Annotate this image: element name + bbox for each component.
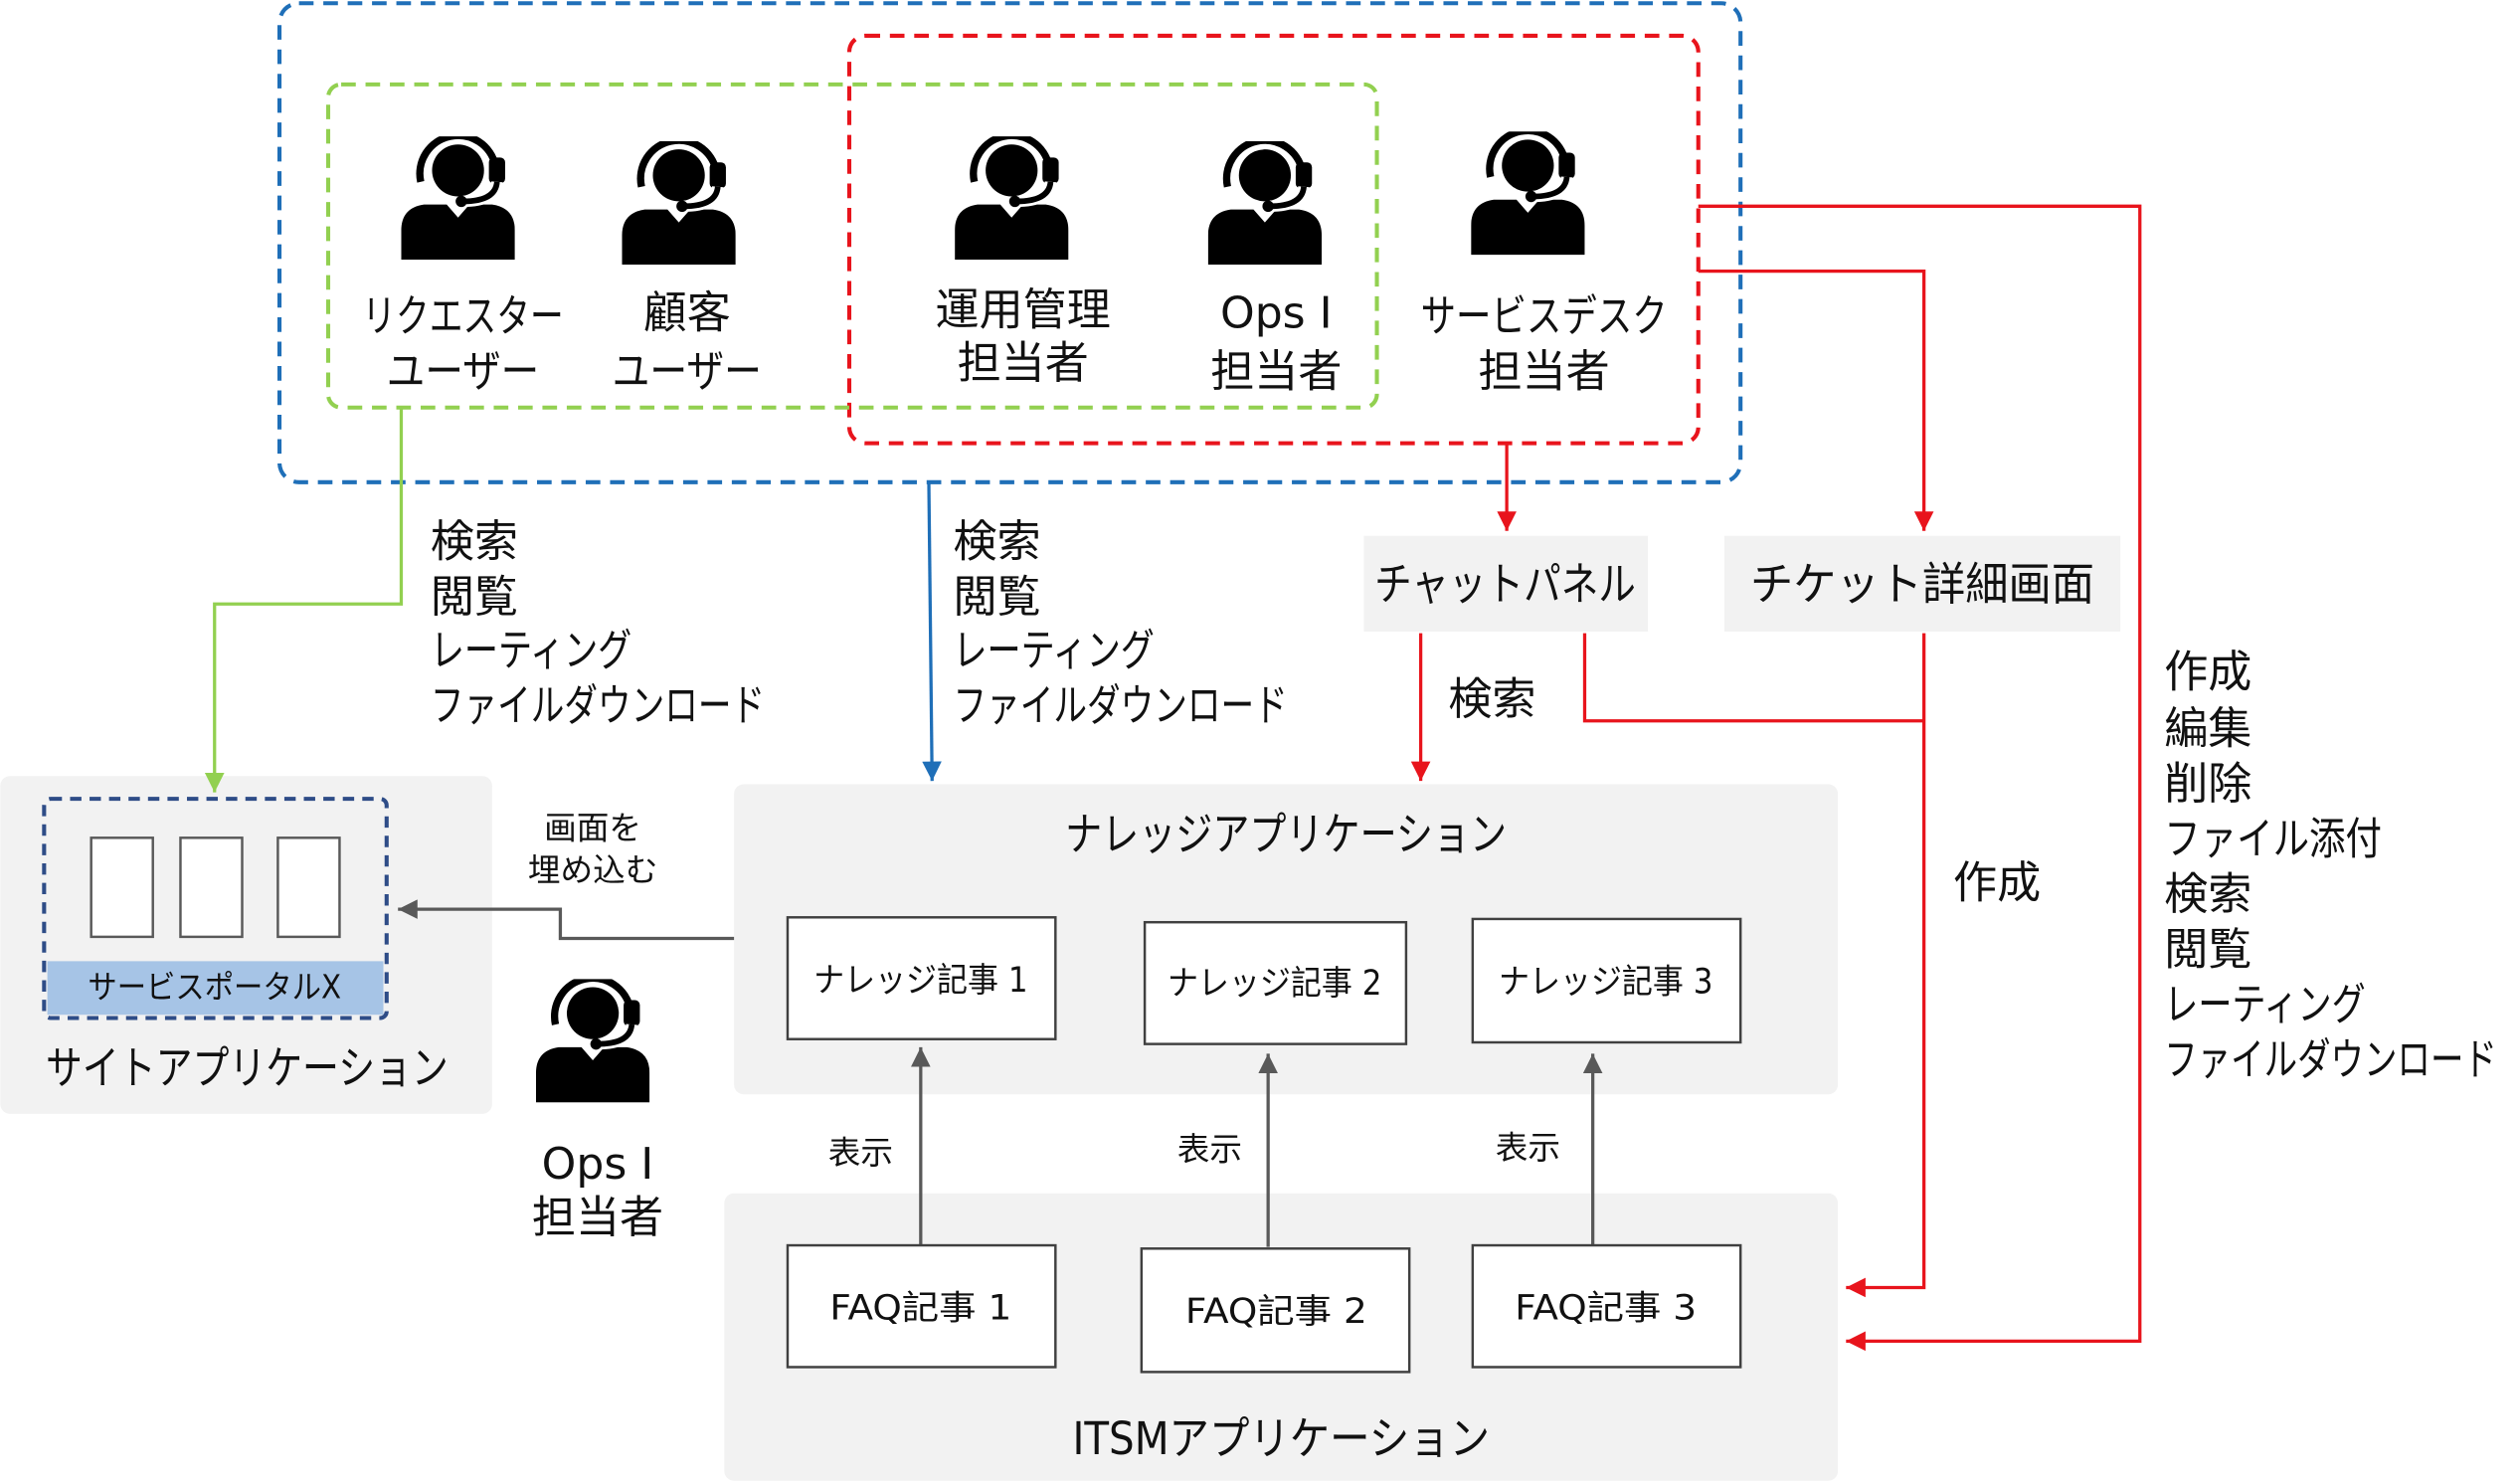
knowledge-application-title: ナレッジアプリケーション <box>1065 809 1507 861</box>
portal-page-1 <box>90 836 154 939</box>
ops-staff-standalone-icon <box>536 978 649 1102</box>
role-label-ops-line2: 担当者 <box>1210 346 1342 397</box>
green-action-2: 閲覧 <box>431 572 518 623</box>
blue-action-4: ファイルダウンロード <box>953 681 1287 732</box>
embed-label-line1: 画面を <box>544 810 641 847</box>
faq-article-label-2: FAQ記事 2 <box>1185 1292 1367 1332</box>
service-portal-frame <box>42 797 389 1020</box>
all-users-group <box>276 1 1743 484</box>
sd-action-3: 削除 <box>2164 759 2251 810</box>
operations-manager-icon <box>955 135 1068 260</box>
chat-panel-box <box>1363 535 1649 632</box>
ticket-detail-box <box>1723 535 2121 632</box>
green-action-3: レーティング <box>431 626 631 676</box>
service-portal-bar <box>47 961 384 1016</box>
green-access-arrow <box>204 409 404 793</box>
role-label-service-desk-line2: 担当者 <box>1479 346 1610 397</box>
sd-action-8: ファイルダウンロード <box>2164 1034 2497 1085</box>
green-action-1: 検索 <box>431 517 518 568</box>
blue-action-2: 閲覧 <box>953 572 1040 623</box>
sd-action-7: レーティング <box>2164 980 2365 1030</box>
portal-page-3 <box>276 836 341 939</box>
sd-action-1: 作成 <box>2164 647 2251 697</box>
role-label-ops-standalone-line1: Ops I <box>542 1139 654 1190</box>
display-label-1: 表示 <box>828 1134 893 1172</box>
service-portal-label: サービスポータルX <box>88 968 341 1006</box>
service-desk-staff-icon <box>1471 130 1584 255</box>
role-label-ops-line1: Ops I <box>1220 288 1333 339</box>
embed-label-line2: 埋め込む <box>528 851 657 889</box>
faq-article-label-3: FAQ記事 3 <box>1515 1289 1697 1329</box>
red-service-desk-to-itsm-arrow <box>1698 204 2142 1352</box>
staff-group <box>846 33 1701 446</box>
knowledge-article-label-1: ナレッジ記事 1 <box>813 961 1027 1001</box>
green-action-4: ファイルダウンロード <box>431 681 765 732</box>
sd-action-6: 閲覧 <box>2164 924 2251 975</box>
knowledge-article-box-3 <box>1471 917 1742 1044</box>
role-label-operations-line1: 運用管理 <box>936 284 1111 335</box>
portal-page-2 <box>179 836 244 939</box>
itsm-application-title: ITSMアプリケーション <box>1072 1412 1490 1465</box>
requester-user-icon <box>401 135 514 260</box>
customer-user-icon <box>622 140 735 265</box>
role-label-requester-line1: リクエスター <box>362 291 563 342</box>
ops-staff-icon <box>1208 140 1322 265</box>
role-label-operations-line2: 担当者 <box>958 338 1089 389</box>
portal-users-group <box>325 82 1379 410</box>
blue-action-3: レーティング <box>953 626 1154 676</box>
site-application-title: サイトアプリケーション <box>46 1042 449 1095</box>
ticket-detail-label: チケット詳細画面 <box>1750 558 2094 611</box>
faq-article-label-1: FAQ記事 1 <box>829 1289 1011 1329</box>
embed-arrow <box>398 899 735 941</box>
display-label-2: 表示 <box>1177 1131 1242 1169</box>
role-label-service-desk-line1: サービスデスク <box>1421 291 1668 342</box>
display-label-3: 表示 <box>1496 1129 1560 1167</box>
knowledge-article-label-3: ナレッジ記事 3 <box>1499 963 1712 1003</box>
blue-action-1: 検索 <box>953 517 1040 568</box>
sd-action-5: 検索 <box>2164 869 2251 920</box>
role-label-customer-line1: 顧客 <box>643 288 731 339</box>
red-to-ticket-arrow <box>1698 269 1934 531</box>
faq-article-box-1 <box>786 1243 1057 1369</box>
red-ticket-to-itsm-arrow <box>1846 633 1926 1298</box>
to-itsm-create-label: 作成 <box>1953 858 2041 909</box>
chat-panel-label: チャットパネル <box>1374 558 1636 611</box>
role-label-ops-standalone-line2: 担当者 <box>532 1193 663 1243</box>
knowledge-article-box-1 <box>786 916 1057 1040</box>
knowledge-article-label-2: ナレッジ記事 2 <box>1168 964 1381 1004</box>
sd-action-4: ファイル添付 <box>2164 814 2382 864</box>
sd-action-2: 編集 <box>2164 703 2251 754</box>
knowledge-article-box-2 <box>1143 920 1408 1045</box>
red-chat-to-itsm-line <box>1582 633 1924 723</box>
role-label-requester-line2: ユーザー <box>387 346 539 397</box>
role-label-customer-line2: ユーザー <box>613 346 762 397</box>
chat-to-knowledge-label: 検索 <box>1448 674 1535 725</box>
faq-article-box-2 <box>1140 1247 1411 1374</box>
faq-article-box-3 <box>1471 1243 1742 1369</box>
blue-access-arrow <box>922 481 942 782</box>
